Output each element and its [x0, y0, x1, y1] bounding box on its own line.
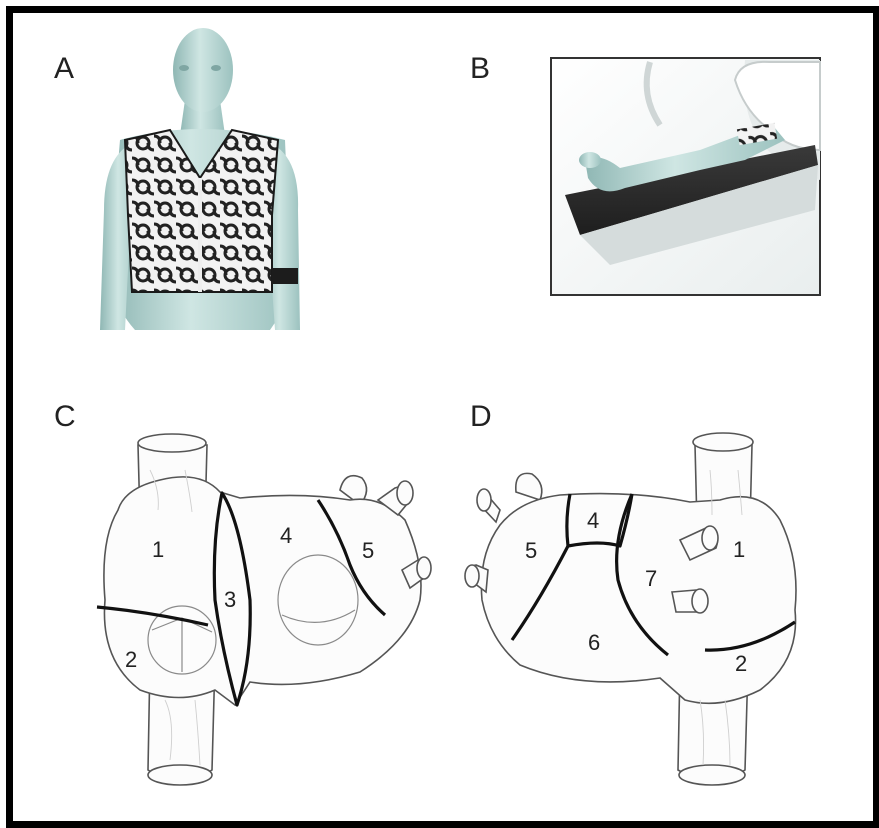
segment-label-c-5: 5 — [362, 538, 374, 563]
vest-mannequin-illustration — [100, 28, 300, 330]
ct-scanner-illustration — [551, 58, 820, 295]
atria-outline-d — [481, 494, 796, 704]
segment-label-d-1: 1 — [733, 537, 745, 562]
heart-segment-diagram-c — [97, 434, 431, 785]
segment-label-d-7: 7 — [645, 566, 657, 591]
segment-label-d-2: 2 — [735, 651, 747, 676]
heart-segment-diagram-d — [465, 433, 796, 785]
segment-label-c-1: 1 — [152, 537, 164, 562]
segment-label-d-6: 6 — [588, 630, 600, 655]
segment-label-d-4: 4 — [587, 508, 599, 533]
segment-label-c-3: 3 — [224, 587, 236, 612]
segment-label-d-5: 5 — [525, 538, 537, 563]
segment-label-c-4: 4 — [280, 523, 292, 548]
segment-label-c-2: 2 — [125, 647, 137, 672]
atria-outline-c — [104, 477, 421, 705]
